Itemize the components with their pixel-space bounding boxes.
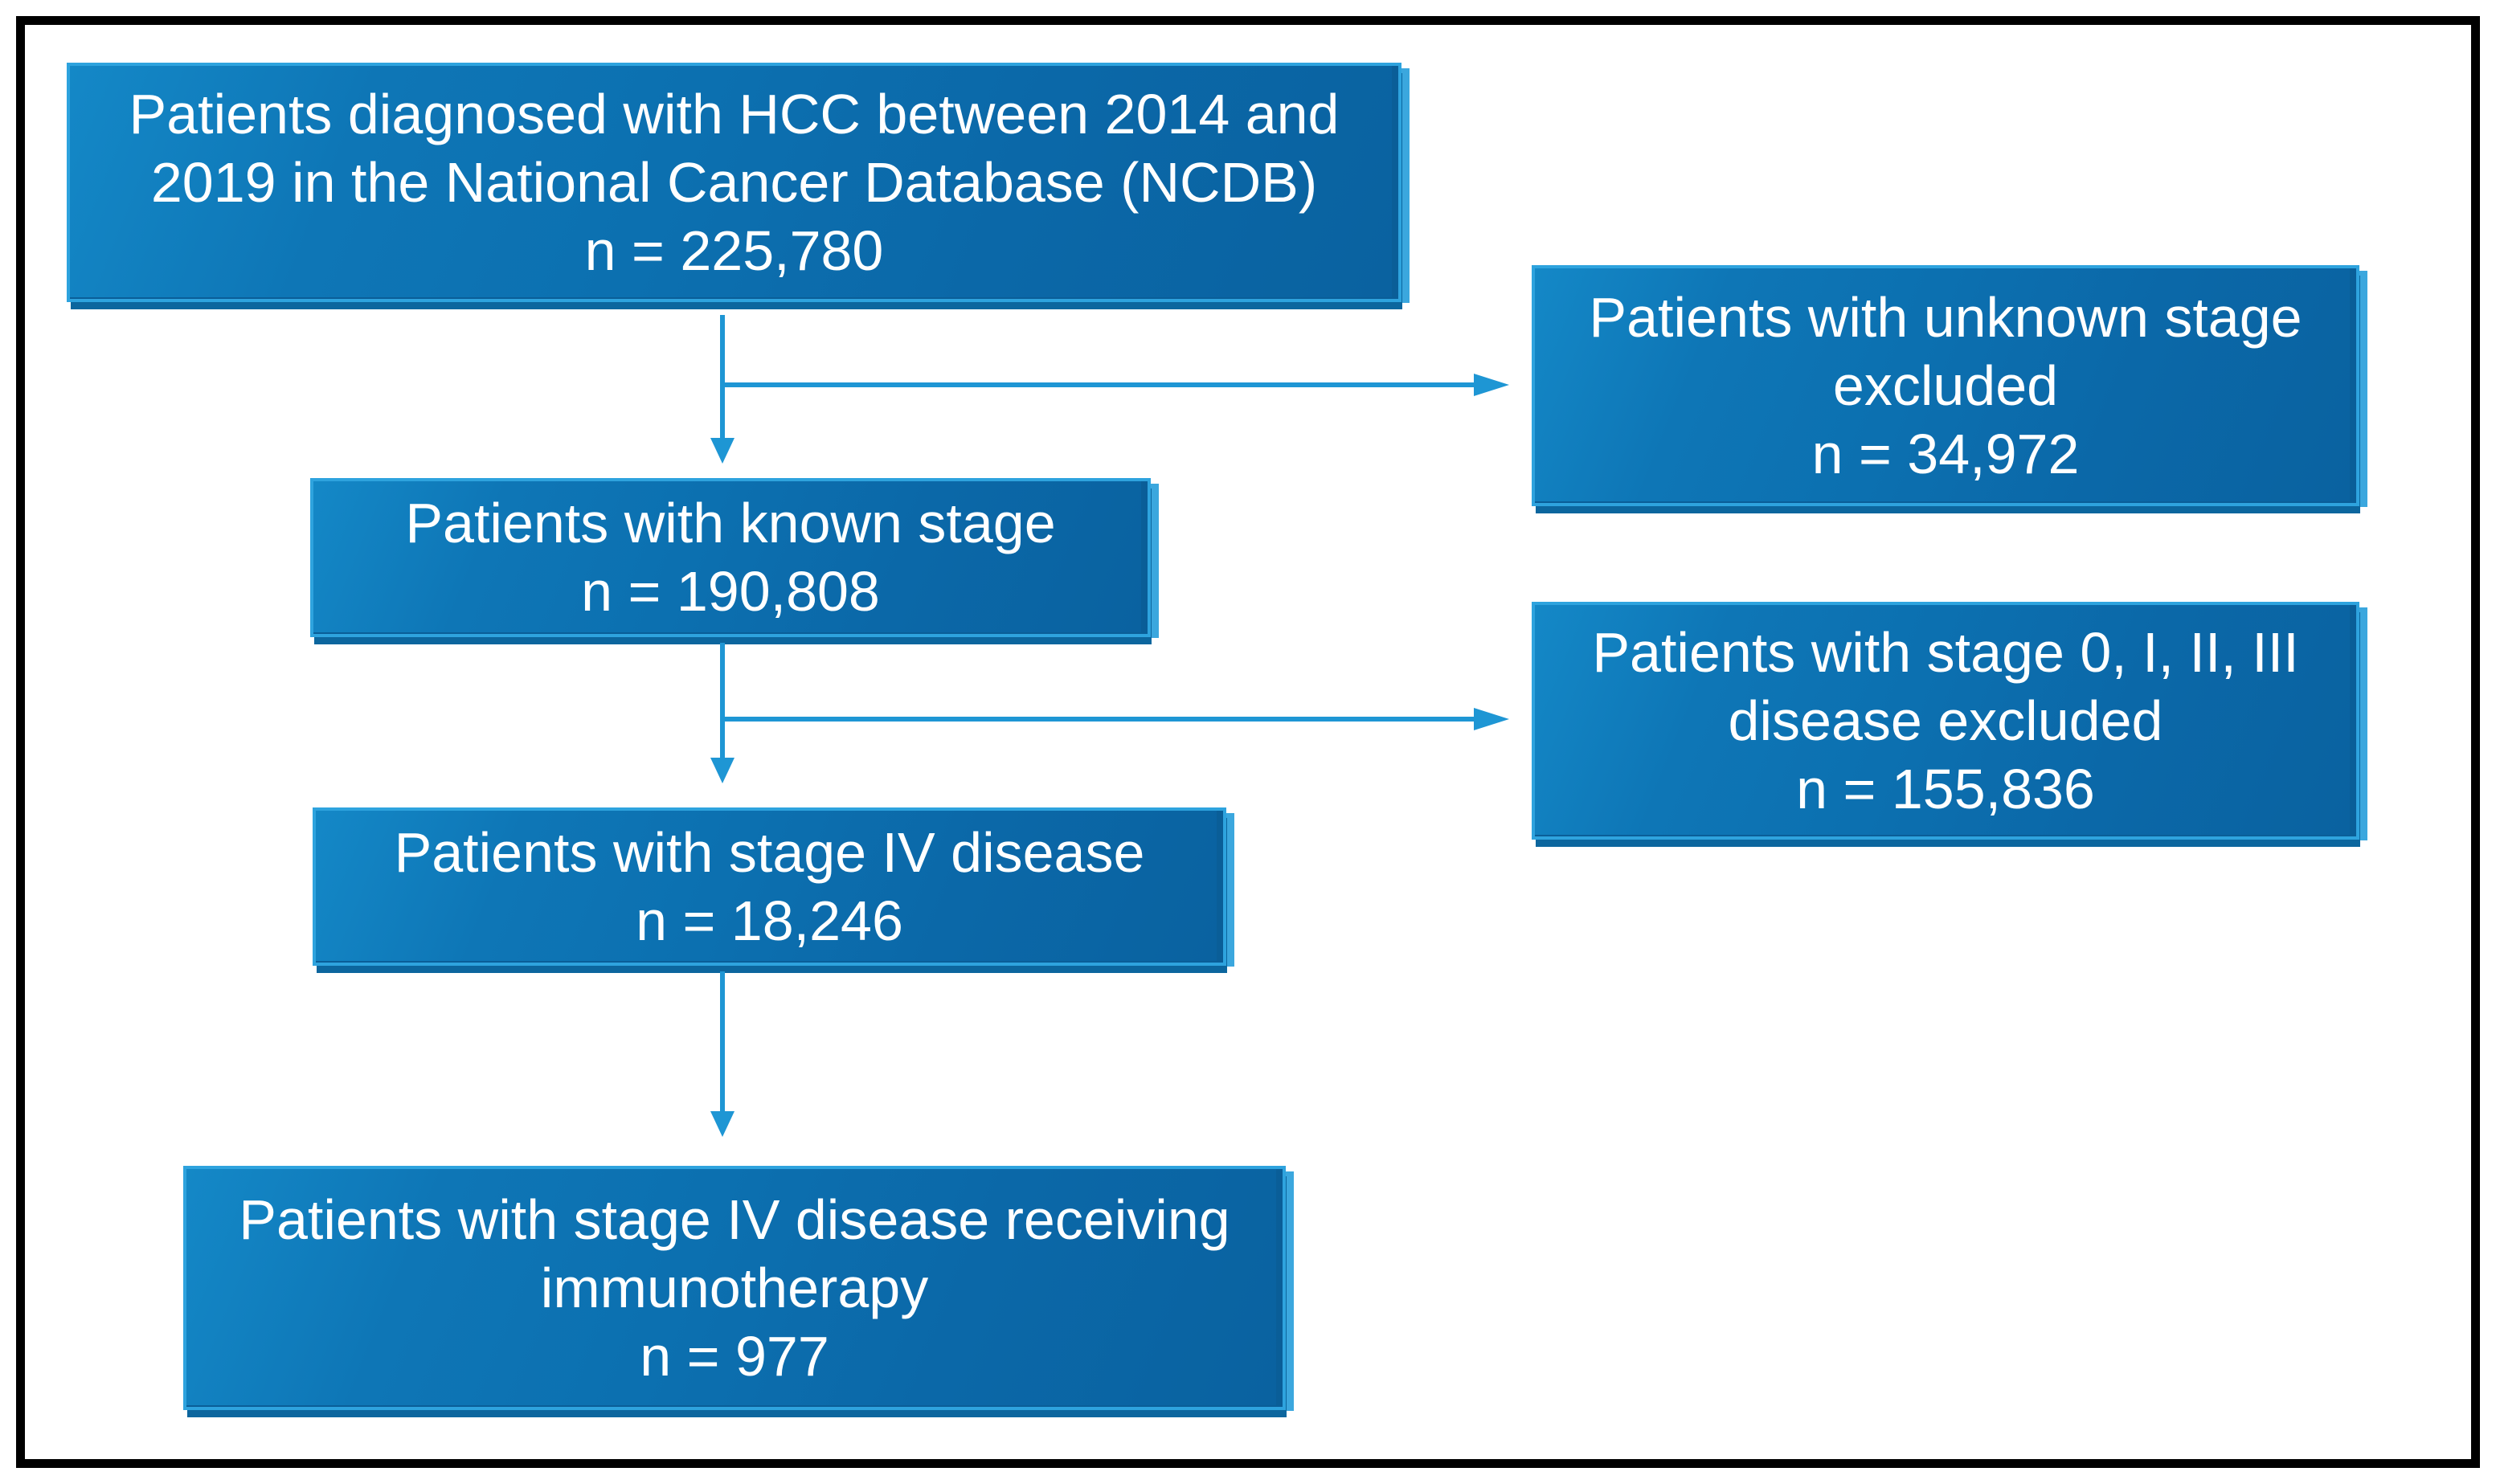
figure-frame [16,16,2480,1468]
exclusion-box-unknown-stage: Patients with unknown stage excluded n =… [1532,265,2359,506]
flow-box-stage-iv: Patients with stage IV disease n = 18,24… [313,807,1226,966]
flow-box-diagnosed: Patients diagnosed with HCC between 2014… [67,63,1401,302]
connector-line-down-3 [720,971,725,1113]
box-n-value: n = 225,780 [584,219,884,282]
box-label: Patients with stage IV disease [394,820,1145,884]
box-label: Patients diagnosed with HCC between 2014… [129,82,1340,214]
box-n-value: n = 18,246 [636,889,903,952]
box-label: Patients with stage 0, I, II, III diseas… [1592,620,2299,752]
connector-line-branch-2 [720,717,1474,722]
arrow-down-icon-2 [710,758,734,783]
box-label: Patients with stage IV disease receiving… [239,1188,1230,1319]
box-n-value: n = 190,808 [581,560,880,623]
flow-box-immunotherapy: Patients with stage IV disease receiving… [183,1166,1286,1410]
box-n-value: n = 977 [640,1324,829,1388]
box-n-value: n = 155,836 [1796,757,2095,820]
box-label: Patients with unknown stage excluded [1589,285,2302,417]
box-n-value: n = 34,972 [1811,422,2080,485]
arrow-down-icon-1 [710,438,734,464]
arrow-right-icon-1 [1474,374,1509,396]
connector-line-down-2 [720,643,725,759]
exclusion-box-stage-0-3: Patients with stage 0, I, II, III diseas… [1532,602,2359,840]
arrow-down-icon-3 [710,1111,734,1137]
arrow-right-icon-2 [1474,708,1509,730]
flow-box-known-stage: Patients with known stage n = 190,808 [310,478,1151,637]
connector-line-down-1 [720,315,725,439]
box-label: Patients with known stage [405,492,1056,554]
connector-line-branch-1 [720,382,1474,387]
